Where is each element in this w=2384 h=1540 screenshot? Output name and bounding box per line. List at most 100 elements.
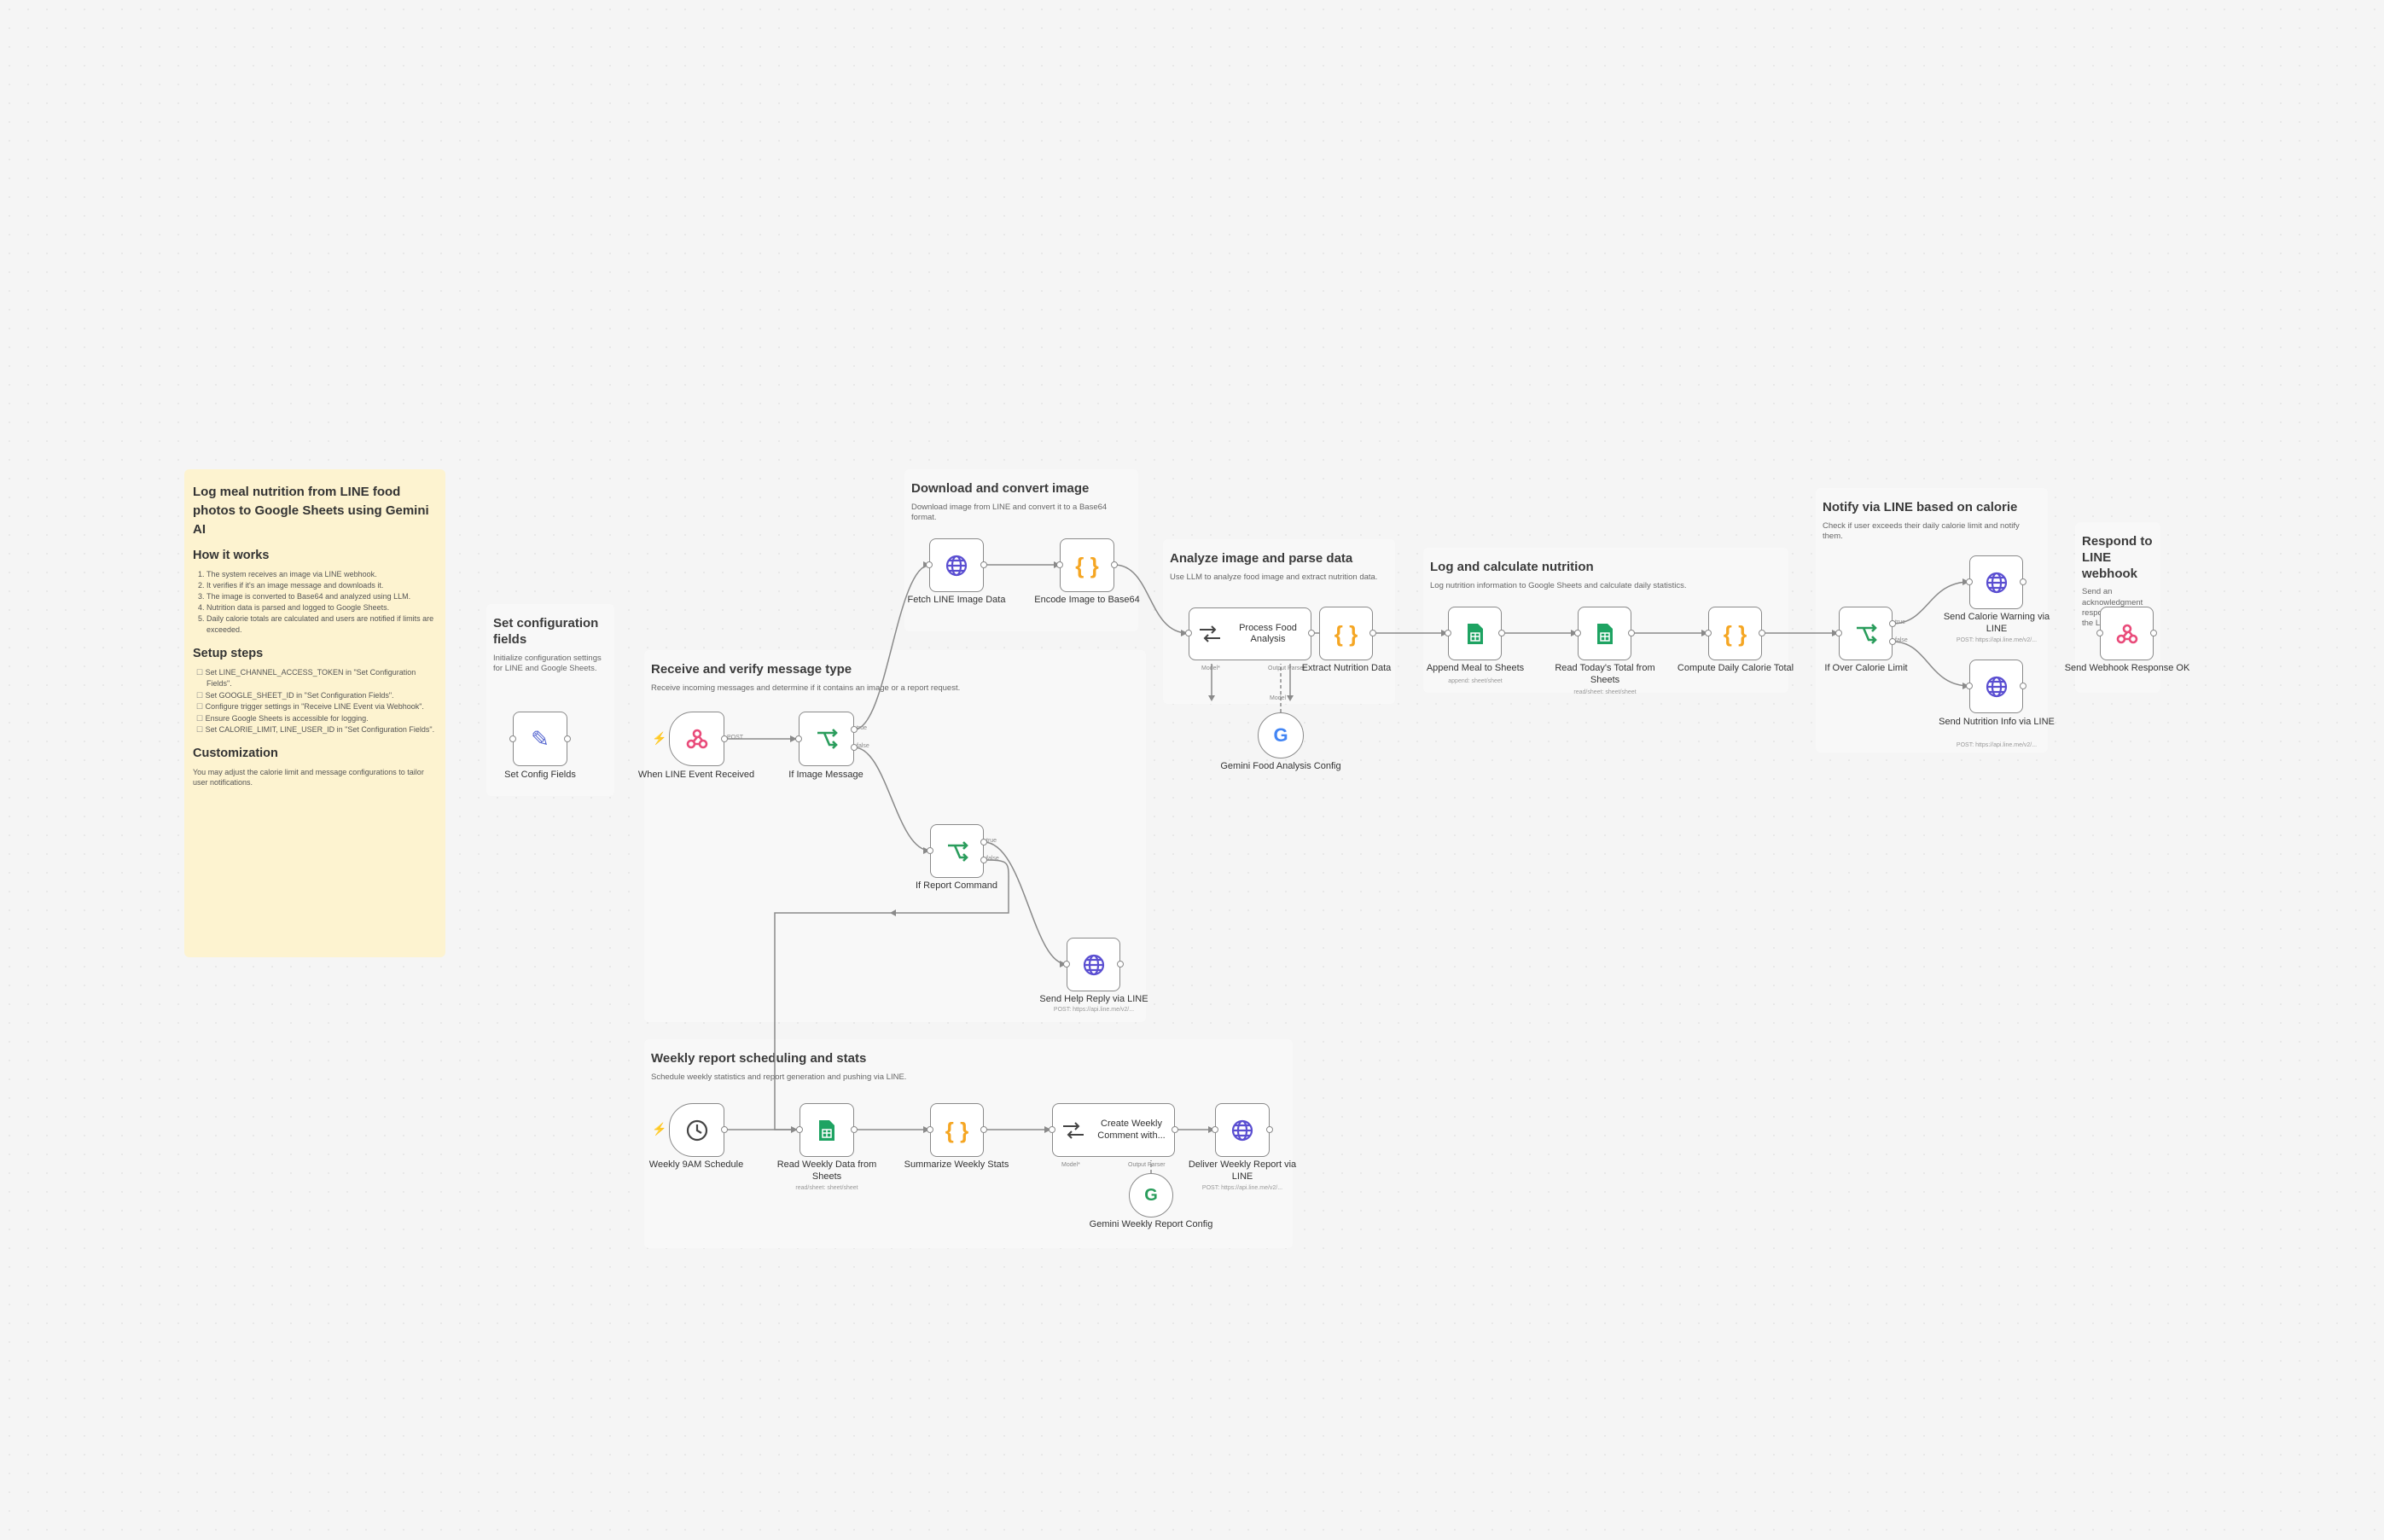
output-port[interactable] [1628, 630, 1635, 636]
node-label: Send Nutrition Info via LINE [1939, 717, 2055, 727]
output-port[interactable] [721, 1126, 728, 1133]
output-port-false[interactable] [980, 857, 987, 863]
input-port[interactable] [1063, 961, 1070, 968]
input-port[interactable] [795, 735, 802, 742]
node-summarize-weekly-stats[interactable]: { } [930, 1103, 984, 1157]
input-port[interactable] [927, 847, 933, 854]
node-gemini-weekly-report-config[interactable]: G [1129, 1173, 1173, 1217]
node-create-weekly-comment[interactable]: Create Weekly Comment with... [1052, 1103, 1175, 1157]
node-weekly-9am-schedule[interactable] [669, 1103, 724, 1157]
node-subtitle: append: sheet/sheet [1448, 678, 1503, 684]
node-label: When LINE Event Received [637, 770, 755, 780]
node-send-help-reply[interactable] [1067, 938, 1120, 991]
node-label: Read Weekly Data from Sheets [776, 1159, 877, 1182]
node-label: Extract Nutrition Data [1301, 663, 1392, 673]
sticky-desc: Schedule weekly statistics and report ge… [651, 1072, 907, 1082]
if-icon [1856, 623, 1877, 644]
input-port[interactable] [796, 1126, 803, 1133]
output-port[interactable] [564, 735, 571, 742]
input-port[interactable] [509, 735, 516, 742]
sticky-receive-verify[interactable]: Receive and verify message type Receive … [644, 650, 1146, 1022]
input-port[interactable] [1049, 1126, 1055, 1133]
setup-step: Configure trigger settings in "Receive L… [206, 701, 437, 713]
output-port-true[interactable] [1889, 620, 1896, 627]
node-if-image-message[interactable] [799, 712, 854, 766]
how-step: It verifies if it's an image message and… [206, 580, 437, 591]
node-label: Fetch LINE Image Data [907, 595, 1006, 605]
input-port[interactable] [1212, 1126, 1218, 1133]
input-port[interactable] [1574, 630, 1581, 636]
node-append-meal-sheets[interactable] [1448, 607, 1502, 660]
node-if-report-command[interactable] [930, 824, 984, 878]
output-port[interactable] [1172, 1126, 1178, 1133]
globe-icon [1986, 676, 2007, 697]
node-encode-image-base64[interactable]: { } [1060, 538, 1114, 592]
node-label: Read Today's Total from Sheets [1555, 663, 1655, 685]
node-send-webhook-response[interactable] [2100, 607, 2154, 660]
output-port[interactable] [2150, 630, 2157, 636]
output-port[interactable] [980, 561, 987, 568]
output-port-true[interactable] [980, 839, 987, 846]
output-port[interactable] [1117, 961, 1124, 968]
node-set-config-fields[interactable]: ✎ [513, 712, 567, 766]
output-port[interactable] [1759, 630, 1765, 636]
node-subtitle: POST: https://api.line.me/v2/... [1956, 637, 2038, 643]
node-send-nutrition-info[interactable] [1969, 660, 2023, 713]
output-port[interactable] [1369, 630, 1376, 636]
edge-if-over-true-to-warning [1892, 581, 1970, 625]
output-port-false[interactable] [851, 744, 858, 751]
output-port-false[interactable] [1889, 638, 1896, 645]
if-false-label: false [857, 743, 869, 749]
output-port[interactable] [980, 1126, 987, 1133]
node-send-calorie-warning[interactable] [1969, 555, 2023, 609]
output-port[interactable] [2020, 578, 2026, 585]
output-port[interactable] [1111, 561, 1118, 568]
node-label: Summarize Weekly Stats [904, 1159, 1009, 1170]
input-port[interactable] [926, 561, 933, 568]
input-port[interactable] [1966, 578, 1973, 585]
if-icon [947, 840, 968, 862]
node-fetch-line-image-data[interactable] [929, 538, 984, 592]
google-icon: G [1144, 1185, 1158, 1205]
input-port[interactable] [1966, 683, 1973, 689]
input-port[interactable] [1185, 630, 1192, 636]
intro-sticky-note[interactable]: Log meal nutrition from LINE food photos… [184, 469, 445, 957]
output-port[interactable] [1498, 630, 1505, 636]
sticky-title: Weekly report scheduling and stats [651, 1051, 867, 1066]
if-false-label: false [986, 856, 999, 862]
node-gemini-food-analysis-config[interactable]: G [1258, 712, 1304, 758]
output-port-true[interactable] [851, 726, 858, 733]
output-port[interactable] [1266, 1126, 1273, 1133]
node-label: Encode Image to Base64 [1034, 595, 1140, 605]
code-icon: { } [1075, 552, 1099, 578]
edge-encode-to-process [1114, 564, 1189, 634]
output-port[interactable] [721, 735, 728, 742]
node-process-food-analysis[interactable]: Process Food Analysis [1189, 607, 1311, 660]
trigger-bolt-icon: ⚡ [652, 1122, 667, 1136]
input-port[interactable] [1445, 630, 1451, 636]
node-subtitle: read/sheet: sheet/sheet [795, 1185, 858, 1191]
node-extract-nutrition-data[interactable]: { } [1319, 607, 1373, 660]
node-when-line-event-received[interactable] [669, 712, 724, 766]
port-label-model: Model* [1201, 665, 1220, 671]
input-port[interactable] [1835, 630, 1842, 636]
node-deliver-weekly-report[interactable] [1215, 1103, 1270, 1157]
input-port[interactable] [2096, 630, 2103, 636]
input-port[interactable] [1056, 561, 1063, 568]
output-port[interactable] [2020, 683, 2026, 689]
sticky-desc: Initialize configuration settings for LI… [493, 653, 602, 673]
node-compute-daily-calorie[interactable]: { } [1708, 607, 1762, 660]
node-read-todays-total[interactable] [1578, 607, 1631, 660]
output-port[interactable] [851, 1126, 858, 1133]
input-port[interactable] [1705, 630, 1712, 636]
if-true-label: true [1895, 619, 1906, 625]
how-it-works-list: The system receives an image via LINE we… [193, 569, 437, 636]
input-port[interactable] [927, 1126, 933, 1133]
sticky-title: Download and convert image [911, 481, 1090, 496]
node-if-over-calorie-limit[interactable] [1839, 607, 1893, 660]
output-port[interactable] [1308, 630, 1315, 636]
google-icon: G [1273, 724, 1288, 746]
node-read-weekly-data[interactable] [800, 1103, 854, 1157]
